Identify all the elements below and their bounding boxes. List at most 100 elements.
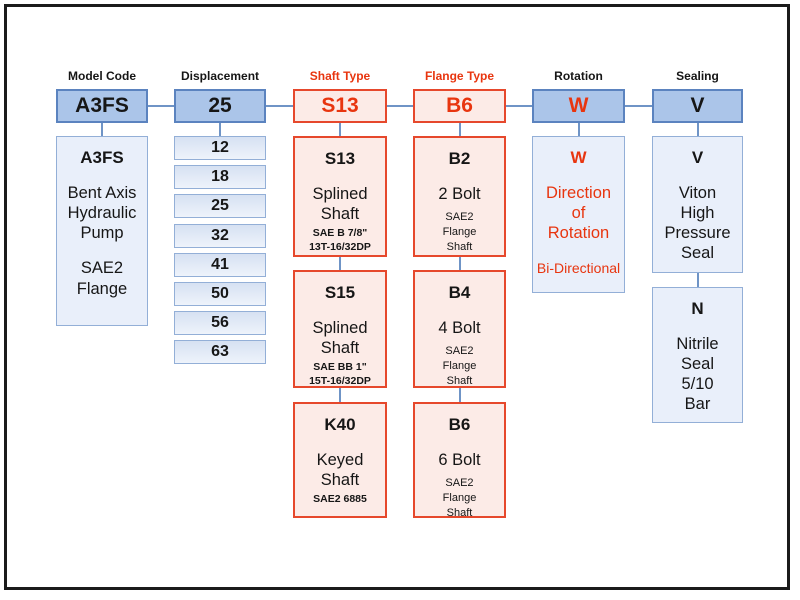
text-block: 25 — [175, 197, 265, 215]
header-code-flange-type: B6 — [446, 94, 473, 117]
text-block: B2 — [415, 149, 504, 169]
text-line: Bi-Directional — [536, 260, 621, 277]
connector-line — [339, 257, 341, 270]
text-line: 15T-16/32DP — [309, 374, 371, 387]
connector-line — [339, 123, 341, 136]
text-block: 4 Bolt — [415, 318, 504, 338]
text-line: Seal — [680, 244, 715, 263]
connector-line — [458, 123, 461, 136]
detail-box-displacement-8: 63 — [174, 340, 266, 364]
detail-box-displacement-2: 18 — [174, 165, 266, 189]
text-block: 56 — [175, 314, 265, 332]
text-line: 4 Bolt — [438, 319, 481, 337]
text-block: SAE B 7/8"13T-16/32DP — [295, 227, 385, 254]
text-line: Pressure — [664, 224, 731, 243]
text-line: Viton — [678, 184, 717, 202]
text-block: 63 — [175, 343, 265, 361]
text-line: Shaft — [446, 240, 473, 253]
page-border-frame — [4, 4, 790, 590]
detail-box-displacement-6: 50 — [174, 282, 266, 306]
text-line: Shaft — [320, 471, 360, 490]
connector-line — [696, 123, 699, 136]
text-line: Seal — [680, 355, 715, 374]
text-line: SAE2 — [445, 211, 474, 224]
text-line: SAE2 — [80, 259, 124, 278]
text-line: 50 — [211, 285, 229, 302]
text-line: SAE B 7/8" — [312, 227, 368, 240]
text-line: V — [691, 148, 704, 167]
text-line: Flange — [442, 225, 477, 238]
connector-line — [577, 123, 580, 136]
header-box-flange-type: B6 — [413, 89, 506, 123]
column-label-sealing: Sealing — [676, 69, 719, 83]
header-box-model-code: A3FS — [56, 89, 148, 123]
text-line: SAE BB 1" — [313, 361, 367, 374]
connector-line — [219, 123, 221, 136]
text-line: 63 — [211, 343, 229, 360]
header-code-model-code: A3FS — [75, 94, 129, 117]
text-line: B2 — [448, 149, 471, 168]
text-line: Nitrile — [676, 335, 719, 353]
text-line: N — [691, 299, 704, 318]
connector-line — [458, 388, 461, 402]
header-code-sealing: V — [690, 94, 705, 117]
text-block: W — [533, 148, 624, 168]
text-line: 13T-16/32DP — [309, 240, 371, 253]
text-line: SAE2 — [445, 345, 474, 358]
text-block: SAE2 6885 — [295, 493, 385, 507]
text-block: A3FS — [57, 148, 147, 168]
text-block: B4 — [415, 283, 504, 303]
connector-line — [148, 105, 174, 107]
text-block: S13 — [295, 149, 385, 169]
text-line: Pump — [80, 224, 124, 243]
text-line: Rotation — [547, 224, 610, 243]
text-line: Splined — [312, 185, 368, 203]
detail-box-displacement-5: 41 — [174, 253, 266, 277]
text-line: A3FS — [80, 148, 124, 167]
text-line: of — [571, 204, 586, 223]
text-line: Shaft — [446, 506, 473, 519]
text-block: N — [653, 299, 742, 319]
text-line: Shaft — [320, 339, 360, 358]
header-box-shaft-type: S13 — [293, 89, 387, 123]
text-block: Bi-Directional — [533, 260, 624, 276]
text-block: 50 — [175, 285, 265, 303]
detail-box-displacement-3: 25 — [174, 194, 266, 218]
text-line: 25 — [211, 197, 229, 214]
connector-line — [266, 105, 293, 107]
text-line: Bent Axis — [67, 184, 137, 202]
text-line: W — [570, 148, 587, 167]
text-block: 32 — [175, 227, 265, 245]
text-line: 41 — [211, 256, 229, 273]
text-line: 56 — [211, 314, 229, 331]
text-line: 5/10 — [681, 375, 714, 394]
text-line: S13 — [324, 149, 356, 168]
text-line: B6 — [448, 415, 471, 434]
text-line: SAE2 — [445, 477, 474, 490]
column-label-model-code: Model Code — [68, 69, 136, 83]
text-line: 6 Bolt — [438, 451, 481, 469]
connector-line — [625, 105, 652, 107]
text-line: 32 — [211, 227, 229, 244]
connector-line — [458, 257, 461, 270]
text-line: B4 — [448, 283, 471, 302]
